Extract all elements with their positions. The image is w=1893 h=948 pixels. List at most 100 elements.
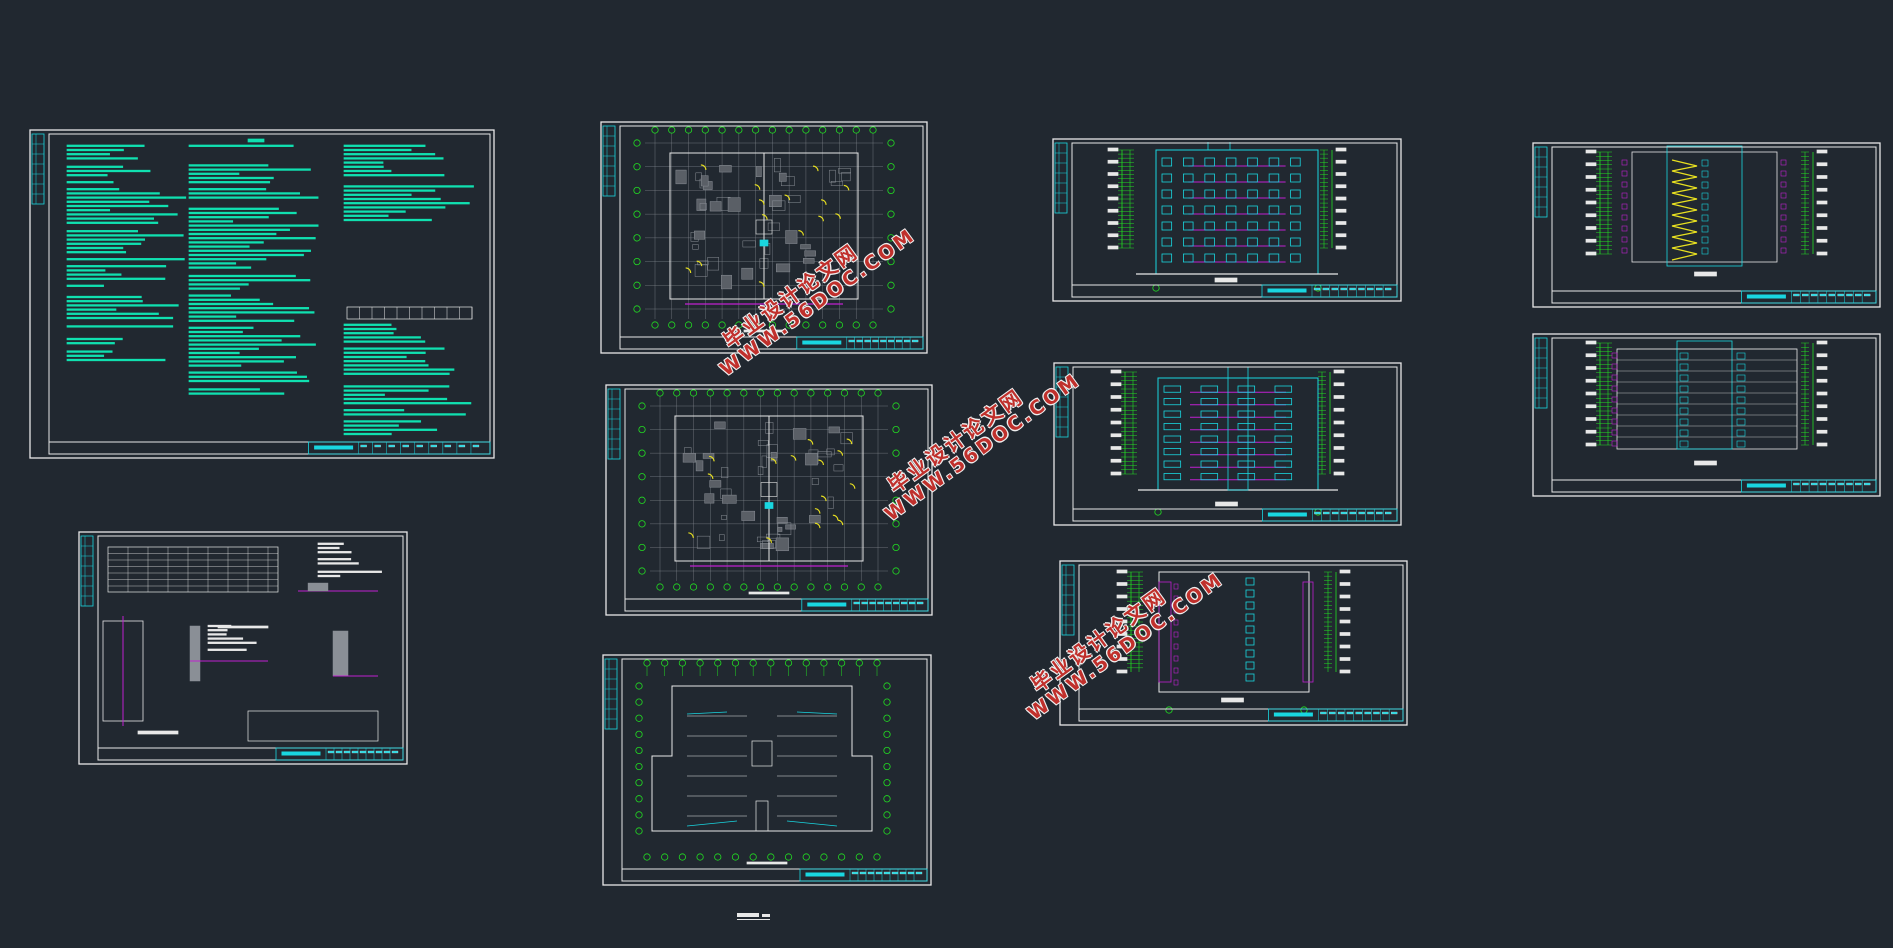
sheet-section-1[interactable] (1532, 142, 1881, 308)
note-text-line (343, 402, 472, 405)
door-swing (843, 184, 850, 191)
sheet-roof-plan[interactable] (602, 654, 932, 886)
window (1200, 448, 1219, 456)
title-block-text (402, 444, 409, 448)
note-text-line (188, 266, 252, 269)
note-text-line (66, 238, 145, 241)
level-label (1333, 458, 1345, 463)
window (1204, 205, 1215, 215)
note-text-line (343, 332, 394, 335)
axis-bubble (735, 126, 743, 134)
note-text-line (343, 144, 426, 147)
title-block-text (416, 444, 423, 448)
note-text-line (188, 253, 304, 257)
sheet-drawing (1052, 138, 1402, 302)
axis-bubble (802, 659, 810, 667)
title-block-name (805, 872, 845, 877)
sheet-outer-border (1532, 333, 1881, 497)
window (1225, 205, 1237, 215)
door-swing (770, 458, 777, 464)
sheet-construction-details[interactable] (78, 531, 408, 765)
drawing-title (1214, 277, 1238, 283)
window (1268, 221, 1280, 231)
axis-bubble (635, 746, 643, 755)
window (1274, 435, 1293, 443)
note-text-line (343, 432, 392, 436)
title-block-text (1384, 287, 1392, 291)
sheet-section-2[interactable] (1532, 333, 1881, 497)
title-block-text (896, 339, 903, 343)
window (1611, 363, 1618, 370)
axis-bubble (790, 389, 798, 397)
note-text-line (188, 375, 307, 378)
note-text-line (66, 204, 169, 208)
level-label (1110, 458, 1122, 463)
binding-strip (1055, 366, 1069, 438)
level-label (1585, 187, 1597, 192)
sheet-side-elevation[interactable] (1059, 560, 1408, 726)
axis-bubble (883, 698, 891, 706)
note-text-line (188, 379, 310, 383)
window (1736, 374, 1746, 382)
window (1200, 385, 1219, 393)
stair-core (1676, 340, 1733, 450)
note-text-line (188, 196, 319, 199)
level-label (1585, 404, 1597, 409)
title-block-text (1828, 482, 1835, 486)
title-block-text (1320, 711, 1327, 715)
note-text-line (343, 153, 436, 156)
axis-bubble (633, 163, 641, 171)
window (1161, 237, 1173, 247)
axis-bubble (835, 321, 844, 329)
revision-table (247, 710, 379, 742)
furniture (828, 426, 840, 434)
level-label (1816, 353, 1828, 358)
furniture (721, 274, 732, 290)
window (1183, 189, 1194, 199)
note-text-line (66, 213, 178, 216)
level-label (1816, 162, 1828, 167)
note-text-line (66, 157, 138, 160)
note-text-line (66, 284, 104, 287)
note-text-line (343, 364, 429, 367)
furniture (694, 230, 705, 240)
title-block-text (1337, 711, 1345, 715)
sheet-design-notes[interactable] (29, 129, 495, 459)
window (1736, 429, 1746, 437)
title-block-name (1267, 512, 1307, 517)
window (1173, 595, 1179, 602)
note-text-line (188, 307, 310, 310)
sheet-floor-plan-1[interactable] (600, 121, 928, 354)
furniture (697, 260, 709, 266)
sheet-drawing (1053, 362, 1402, 526)
axis-bubble (840, 583, 849, 591)
axis-bubble (807, 389, 815, 397)
sheet-rear-elevation[interactable] (1053, 362, 1402, 526)
axis-bubble (852, 321, 860, 329)
drawing-title (748, 591, 790, 595)
axis-bubble (740, 389, 748, 397)
furniture (777, 526, 783, 532)
note-text-line (188, 335, 301, 338)
note-text-line (343, 323, 392, 326)
door-swing (803, 279, 809, 286)
schedule-table (107, 546, 279, 593)
note-text-line (317, 574, 341, 578)
title-block-text (907, 871, 915, 875)
note-text-line (188, 144, 294, 147)
door-swing (818, 459, 824, 466)
window (1290, 253, 1301, 263)
axis-bubble (638, 449, 646, 457)
axis-bubble (892, 449, 900, 457)
window (1237, 460, 1256, 468)
axis-bubble (633, 234, 641, 242)
note-text-line (188, 347, 259, 350)
note-text-line (188, 258, 267, 261)
axis-bubble (887, 234, 895, 242)
title-block-text (1385, 511, 1392, 515)
level-label (1116, 582, 1128, 586)
sheet-front-elevation[interactable] (1052, 138, 1402, 302)
window (1237, 385, 1256, 393)
sheet-floor-plan-2[interactable] (605, 384, 933, 616)
window (1736, 385, 1746, 393)
